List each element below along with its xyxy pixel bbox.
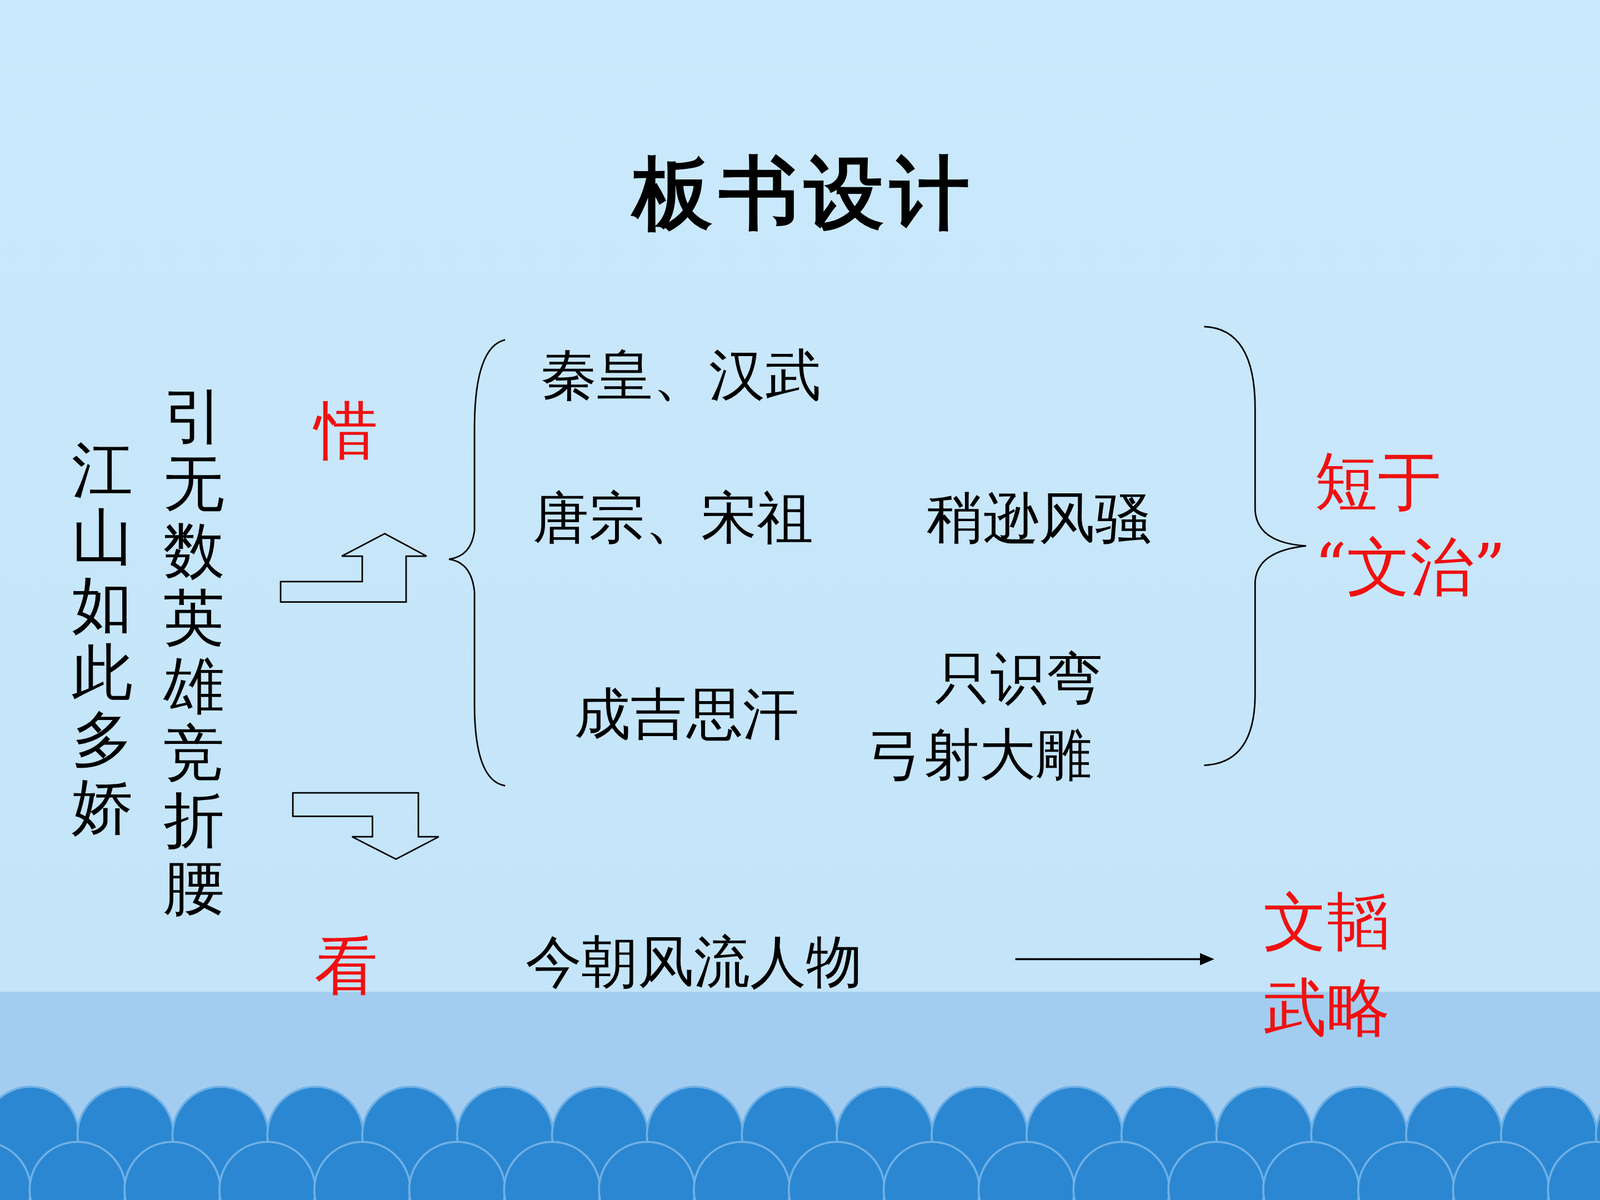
modern-heroes: 今朝风流人物 — [525, 928, 863, 996]
title: 板书设计 — [4, 140, 1600, 249]
conclusion: 短于“文治” — [1314, 438, 1517, 610]
wave-scallop — [978, 1141, 1075, 1200]
conclusion: 文韬武略 — [1263, 879, 1403, 1050]
wave-scallop — [124, 1141, 221, 1200]
wave-scallop — [219, 1141, 316, 1200]
keyword: 惜 — [314, 392, 378, 469]
wave-scallop — [1358, 1141, 1455, 1200]
wave-scallop — [1073, 1141, 1170, 1200]
vertical-poem-line: 引无数英雄竞折腰 — [163, 382, 225, 922]
wave-scallop — [1168, 1141, 1265, 1200]
arrow-head — [1200, 953, 1215, 966]
wave-scallop — [1453, 1141, 1550, 1200]
wave-scallop — [1547, 1141, 1600, 1200]
wave-pattern — [0, 1086, 1600, 1200]
right-brace — [1203, 326, 1307, 766]
emperor-names: 成吉思汗 — [574, 680, 799, 748]
emperor-names: 唐宗、宋祖 — [532, 484, 814, 552]
left-brace — [448, 340, 505, 787]
wave-scallop — [314, 1141, 411, 1200]
up-block-arrow — [280, 533, 427, 603]
arrow-line — [1015, 958, 1203, 961]
comment: 只识弯弓射大雕 — [867, 640, 1109, 793]
wave-scallop — [693, 1141, 790, 1200]
wave-scallop — [29, 1141, 126, 1200]
keyword: 看 — [314, 928, 378, 1005]
down-block-arrow — [292, 792, 439, 859]
wave-scallop — [0, 1141, 31, 1200]
comment: 稍逊风骚 — [926, 484, 1152, 552]
vertical-poem-line: 江山如此多娇 — [71, 436, 133, 841]
wave-scallop — [598, 1141, 695, 1200]
wave-scallop — [409, 1141, 506, 1200]
wave-scallop — [503, 1141, 600, 1200]
wave-scallop — [788, 1141, 885, 1200]
emperor-names: 秦皇、汉武 — [540, 341, 822, 409]
wave-scallop — [1263, 1141, 1360, 1200]
wave-scallop — [883, 1141, 980, 1200]
